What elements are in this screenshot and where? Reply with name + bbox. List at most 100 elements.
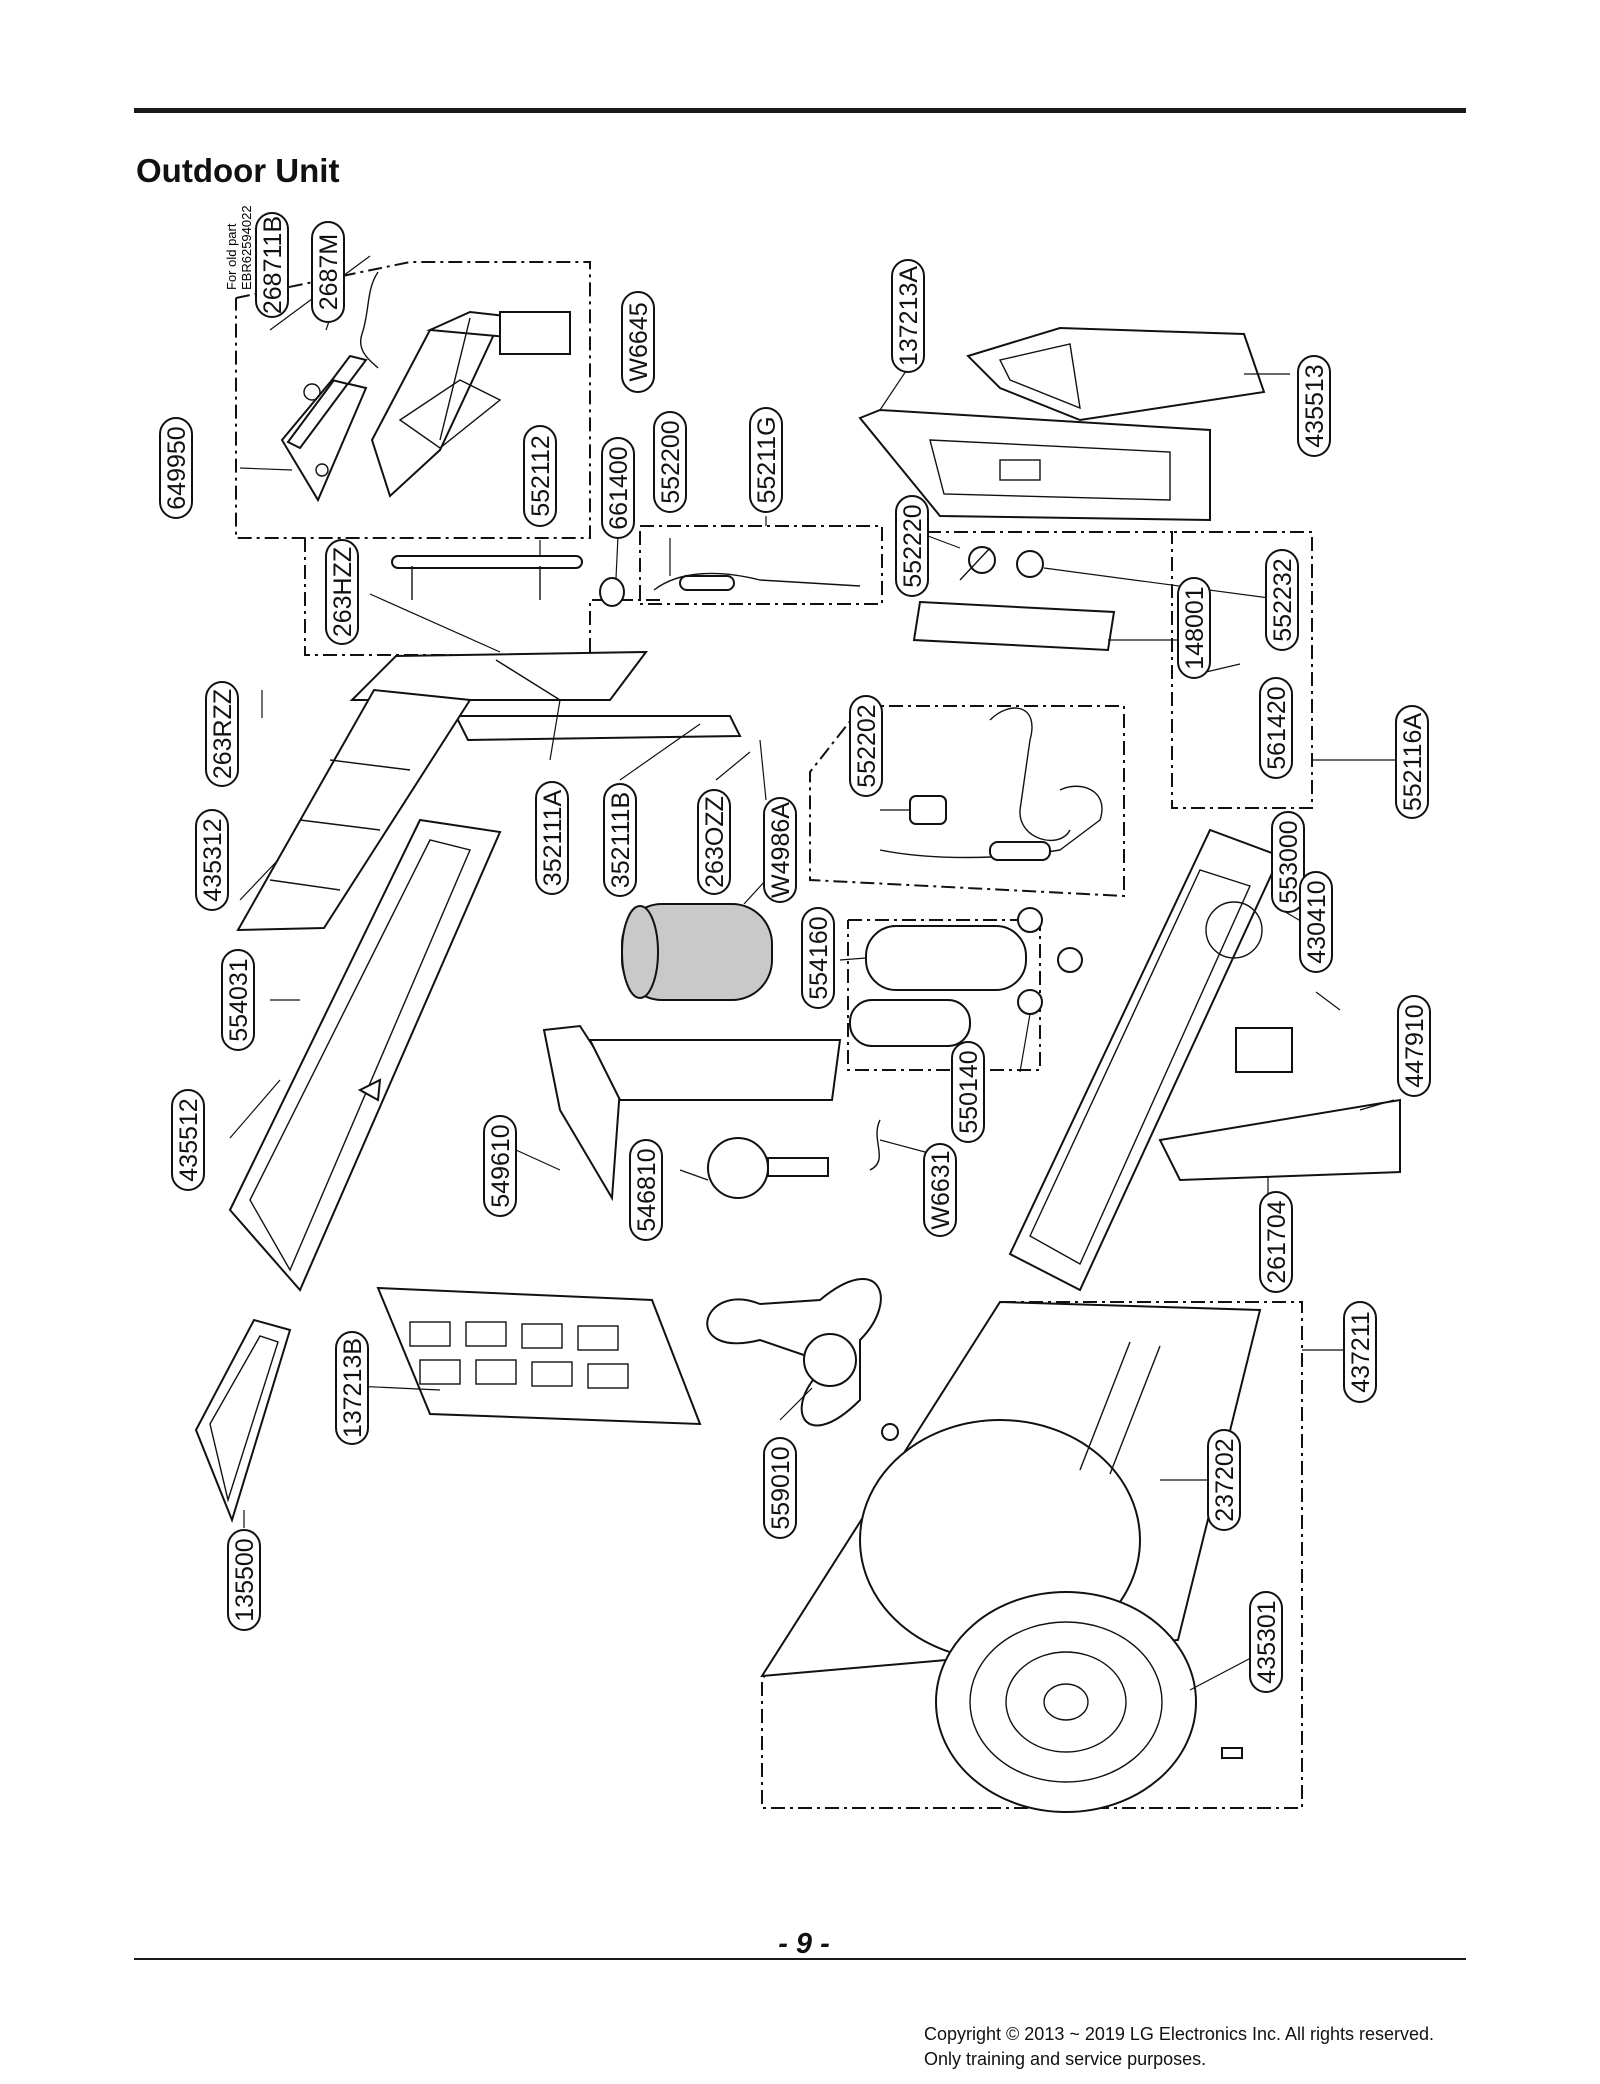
callout-554160: 554160 xyxy=(801,907,835,1009)
svg-text:552220: 552220 xyxy=(899,504,927,587)
callout-435301: 435301 xyxy=(1249,1591,1283,1693)
side-cover xyxy=(194,1318,292,1524)
callout-550140: 550140 xyxy=(951,1041,985,1143)
group-box-control xyxy=(235,261,591,539)
svg-text:435513: 435513 xyxy=(1301,364,1329,447)
svg-text:2687M: 2687M xyxy=(315,234,343,310)
callout-447910: 447910 xyxy=(1397,995,1431,1097)
svg-text:W6631: W6631 xyxy=(927,1150,955,1229)
svg-text:447910: 447910 xyxy=(1401,1004,1429,1087)
svg-text:550140: 550140 xyxy=(955,1050,983,1133)
pipe-holders xyxy=(391,555,583,600)
svg-text:546810: 546810 xyxy=(633,1148,661,1231)
callout-261704: 261704 xyxy=(1259,1191,1293,1293)
old-part-note: For old part EBR62594022 xyxy=(224,205,254,290)
svg-text:135500: 135500 xyxy=(231,1538,259,1621)
svg-text:352111B: 352111B xyxy=(607,792,635,888)
callout-553000: 553000 xyxy=(1271,811,1305,913)
svg-text:552200: 552200 xyxy=(657,420,685,503)
svg-text:552116A: 552116A xyxy=(1399,713,1427,812)
callout-137213A: 137213A xyxy=(891,259,925,373)
callout-561420: 561420 xyxy=(1259,677,1293,779)
copyright-notice: Copyright © 2013 ~ 2019 LG Electronics I… xyxy=(924,2022,1434,2072)
side-bracket xyxy=(1158,1098,1401,1182)
page-number: - 9 - xyxy=(778,1928,830,1960)
fan-guard xyxy=(935,1591,1243,1813)
svg-text:649950: 649950 xyxy=(163,426,191,509)
svg-text:561420: 561420 xyxy=(1263,686,1291,769)
svg-text:137213B: 137213B xyxy=(339,1338,367,1438)
callout-W6645: W6645 xyxy=(621,291,655,393)
compressor xyxy=(849,907,1083,1047)
top-rule xyxy=(134,108,1466,113)
valve-bracket xyxy=(912,600,1116,652)
callout-W4986A: W4986A xyxy=(763,797,797,903)
svg-text:W6645: W6645 xyxy=(625,302,653,381)
callout-661400: 661400 xyxy=(601,437,635,539)
handle-cover xyxy=(966,326,1266,422)
svg-text:261704: 261704 xyxy=(1263,1200,1291,1284)
copyright-line-1: Copyright © 2013 ~ 2019 LG Electronics I… xyxy=(924,2024,1435,2044)
base-pan xyxy=(228,818,502,1292)
compressor-jacket xyxy=(621,903,773,1001)
group-box-compressor xyxy=(847,919,1041,1071)
old-part-note-line1: For old part xyxy=(224,223,239,290)
callout-430410: 430410 xyxy=(1299,871,1333,973)
callout-W6631: W6631 xyxy=(923,1143,957,1237)
group-box-pipe-circuit xyxy=(809,705,1125,898)
group-box-refrigerant xyxy=(900,531,1313,809)
svg-text:237202: 237202 xyxy=(1211,1438,1239,1521)
callout-552232: 552232 xyxy=(1265,549,1299,651)
callout-263OZZ: 263OZZ xyxy=(697,789,731,895)
svg-text:552232: 552232 xyxy=(1269,558,1297,641)
wire-harness xyxy=(360,271,379,369)
part-callouts: 268711B 2687M W6645 649950 552112 661400… xyxy=(159,212,1431,1693)
svg-text:437211: 437211 xyxy=(1347,1311,1375,1393)
svg-text:137213A: 137213A xyxy=(895,266,923,366)
callout-2687M: 2687M xyxy=(311,221,345,323)
motor-support xyxy=(542,1024,842,1202)
callout-263HZZ: 263HZZ xyxy=(325,539,359,645)
svg-text:352111A: 352111A xyxy=(539,789,567,886)
callout-552202: 552202 xyxy=(849,695,883,797)
svg-text:552112: 552112 xyxy=(527,435,555,517)
svg-text:268711B: 268711B xyxy=(259,216,287,314)
callout-135500: 135500 xyxy=(227,1529,261,1631)
svg-text:435301: 435301 xyxy=(1253,1600,1281,1683)
group-box-valves xyxy=(639,525,883,605)
callout-552116A: 552116A xyxy=(1395,705,1429,819)
svg-text:263RZZ: 263RZZ xyxy=(209,689,237,779)
svg-text:554160: 554160 xyxy=(805,916,833,999)
callout-437211: 437211 xyxy=(1343,1301,1377,1403)
callout-552220: 552220 xyxy=(895,495,929,597)
svg-text:554031: 554031 xyxy=(225,958,253,1041)
callout-137213B: 137213B xyxy=(335,1331,369,1445)
callout-148001: 148001 xyxy=(1177,577,1211,679)
svg-text:263HZZ: 263HZZ xyxy=(329,547,357,637)
callout-435513: 435513 xyxy=(1297,355,1331,457)
callout-237202: 237202 xyxy=(1207,1429,1241,1531)
bottom-rule xyxy=(134,1958,1466,1960)
bushing xyxy=(599,577,625,607)
svg-text:553000: 553000 xyxy=(1275,820,1303,903)
rear-grille xyxy=(236,688,472,932)
copyright-line-2: Only training and service purposes. xyxy=(924,2049,1207,2069)
svg-text:263OZZ: 263OZZ xyxy=(701,796,729,888)
svg-text:549610: 549610 xyxy=(487,1124,515,1207)
service-valves xyxy=(959,546,1044,581)
svg-text:661400: 661400 xyxy=(605,446,633,529)
propeller-fan xyxy=(706,1278,899,1441)
callout-268711B: 268711B xyxy=(255,212,289,318)
svg-text:435312: 435312 xyxy=(199,818,227,901)
callout-352111B: 352111B xyxy=(603,783,637,897)
control-box xyxy=(370,310,571,498)
callout-649950: 649950 xyxy=(159,417,193,519)
pipe-assembly xyxy=(653,572,1103,861)
condenser-coil xyxy=(349,650,742,742)
callout-552112: 552112 xyxy=(523,425,557,527)
pcb-assembly xyxy=(280,354,368,503)
air-filter xyxy=(376,1286,702,1426)
svg-text:55211G: 55211G xyxy=(753,416,781,503)
svg-text:559010: 559010 xyxy=(767,1446,795,1529)
